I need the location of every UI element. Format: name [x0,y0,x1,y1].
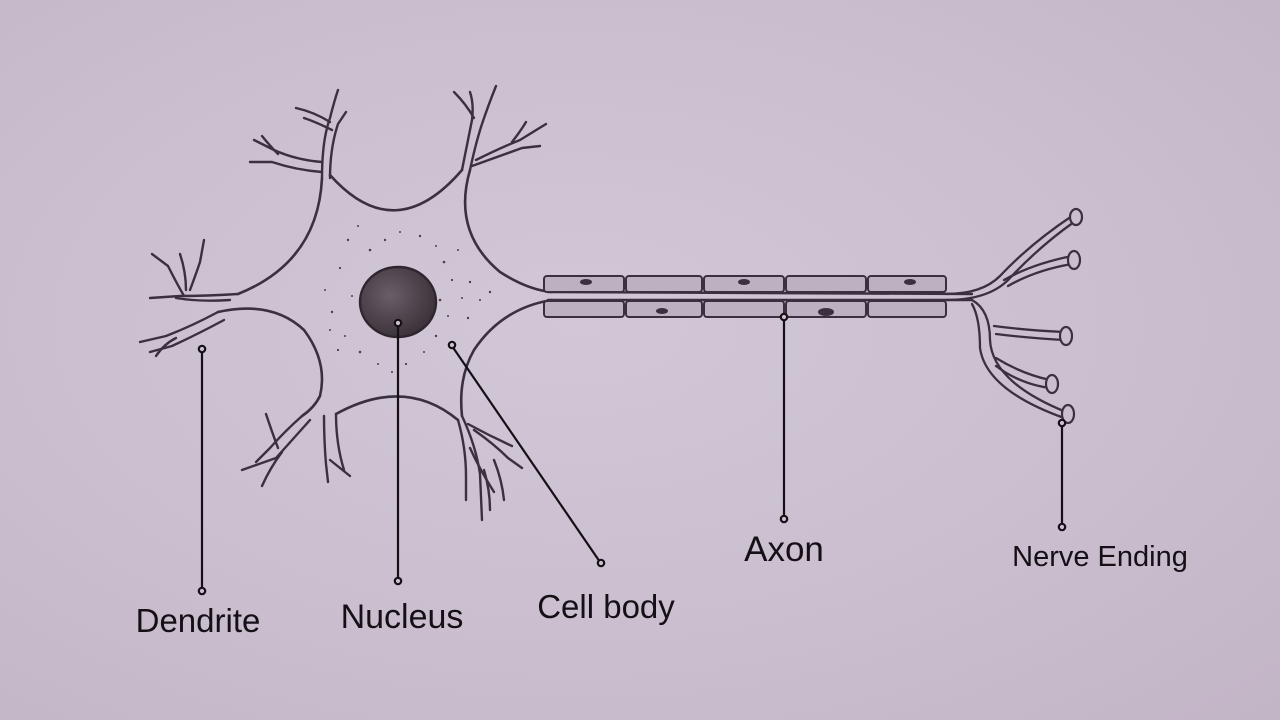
cell-body-label: Cell body [537,588,675,625]
cytoplasm-dots [324,225,492,373]
synaptic-knobs [1044,207,1084,425]
dendrite-label: Dendrite [136,602,261,639]
axon [546,290,974,302]
labels: Dendrite Nucleus Cell body Axon Nerve En… [136,530,1188,639]
schwann-cell-nuclei [580,279,916,316]
nerve-ending [944,214,1076,420]
leader-lines [197,312,1067,596]
cell-body [216,168,554,422]
nucleus-label: Nucleus [341,598,464,636]
axon-label: Axon [744,530,824,569]
cell-body-leader [451,345,601,563]
nerve-ending-label: Nerve Ending [1012,541,1188,573]
dendrites [138,84,548,522]
